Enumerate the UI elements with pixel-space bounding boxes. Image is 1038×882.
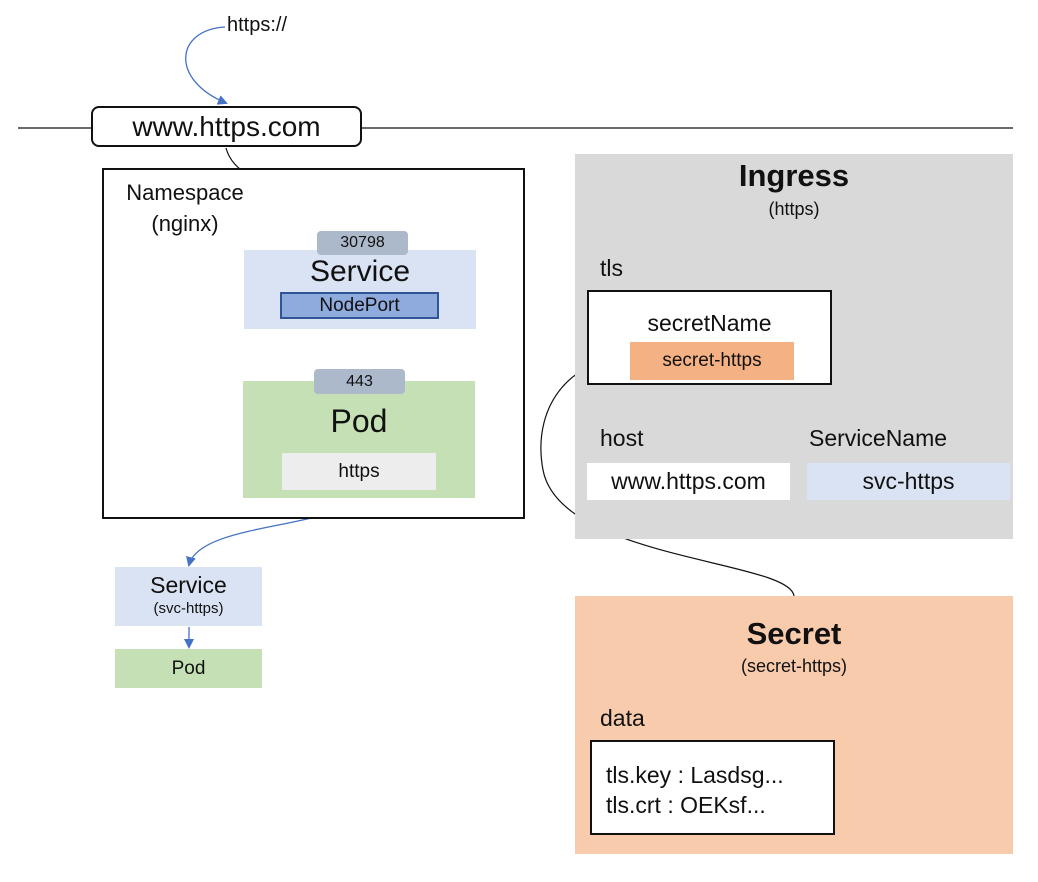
secret-title: Secret [746, 616, 842, 651]
secret-name-label: secretName [647, 310, 772, 336]
secret-data-box: tls.key : Lasdsg... tls.crt : OEKsf... [590, 740, 835, 835]
backend-service-title: Service [150, 572, 227, 598]
url-box: www.https.com [91, 106, 362, 147]
tls-key-line: tls.key : Lasdsg... [606, 762, 784, 788]
namespace-name: (nginx) [151, 211, 219, 236]
backend-service-name: (svc-https) [153, 600, 224, 617]
url-text: www.https.com [132, 111, 321, 142]
service-name-label: ServiceName [809, 425, 948, 451]
data-label: data [600, 705, 645, 731]
backend-pod-box: Pod [115, 649, 262, 688]
secret-name: (secret-https) [740, 656, 848, 676]
backend-service-box: Service (svc-https) [115, 567, 262, 626]
pod-container-https: https [282, 453, 436, 490]
host-value: www.https.com [587, 463, 790, 500]
service-type-nodeport: NodePort [280, 292, 439, 319]
namespace-label: Namespace [126, 180, 244, 205]
node-port-badge: 30798 [317, 231, 408, 255]
service-name-value: svc-https [807, 463, 1010, 500]
secret-name-value: secret-https [630, 342, 794, 380]
ingress-name: (https) [768, 199, 820, 219]
pod-port-badge: 443 [314, 369, 405, 394]
protocol-label: https:// [227, 14, 288, 36]
host-label: host [600, 425, 644, 451]
service-title: Service [309, 255, 411, 288]
request-arrow [185, 26, 228, 105]
ingress-title: Ingress [738, 158, 850, 193]
tls-crt-line: tls.crt : OEKsf... [606, 792, 766, 818]
pod-title: Pod [330, 403, 388, 439]
tls-label: tls [600, 255, 623, 281]
